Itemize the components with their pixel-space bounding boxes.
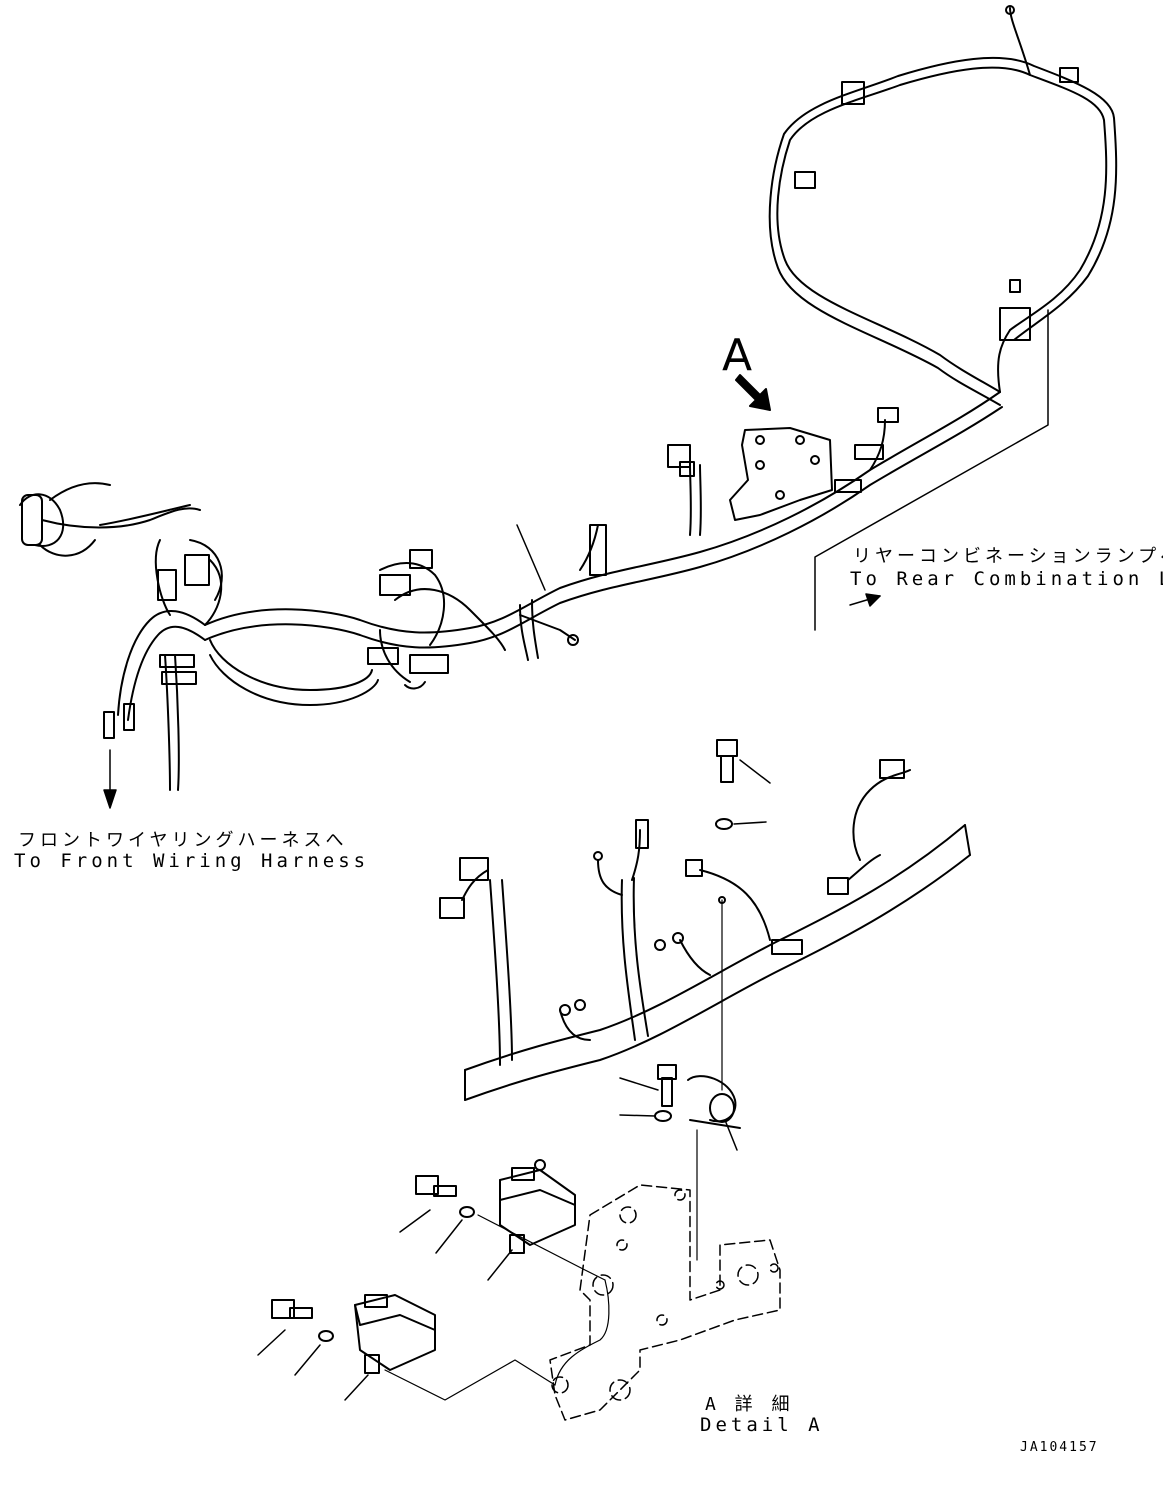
main-harness xyxy=(19,5,1118,791)
relay-block-upper xyxy=(399,1159,606,1281)
bracket-plate xyxy=(729,427,833,521)
view-marker-label: A xyxy=(722,330,753,381)
front-harness-arrow xyxy=(103,749,117,809)
figure-id: JA104157 xyxy=(1020,1440,1099,1455)
bolt-washer-upper xyxy=(715,739,771,830)
detail-label-en: Detail A xyxy=(700,1414,824,1436)
detail-harness xyxy=(439,759,971,1101)
front-harness-label-en: To Front Wiring Harness xyxy=(14,850,370,872)
detail-bracket xyxy=(549,1184,781,1421)
view-arrow-a xyxy=(735,374,771,411)
detail-label-jp: A 詳 細 xyxy=(705,1394,794,1415)
rear-lamp-leader xyxy=(814,309,1049,631)
relay-assembly xyxy=(619,1064,741,1261)
rear-lamp-label-jp: リヤーコンビネーションランプへ xyxy=(853,546,1163,567)
rear-lamp-label-en: To Rear Combination Lamp xyxy=(850,568,1163,590)
front-harness-label-jp: フロントワイヤリングハーネスへ xyxy=(18,830,348,851)
relay-block-lower xyxy=(257,1279,610,1401)
